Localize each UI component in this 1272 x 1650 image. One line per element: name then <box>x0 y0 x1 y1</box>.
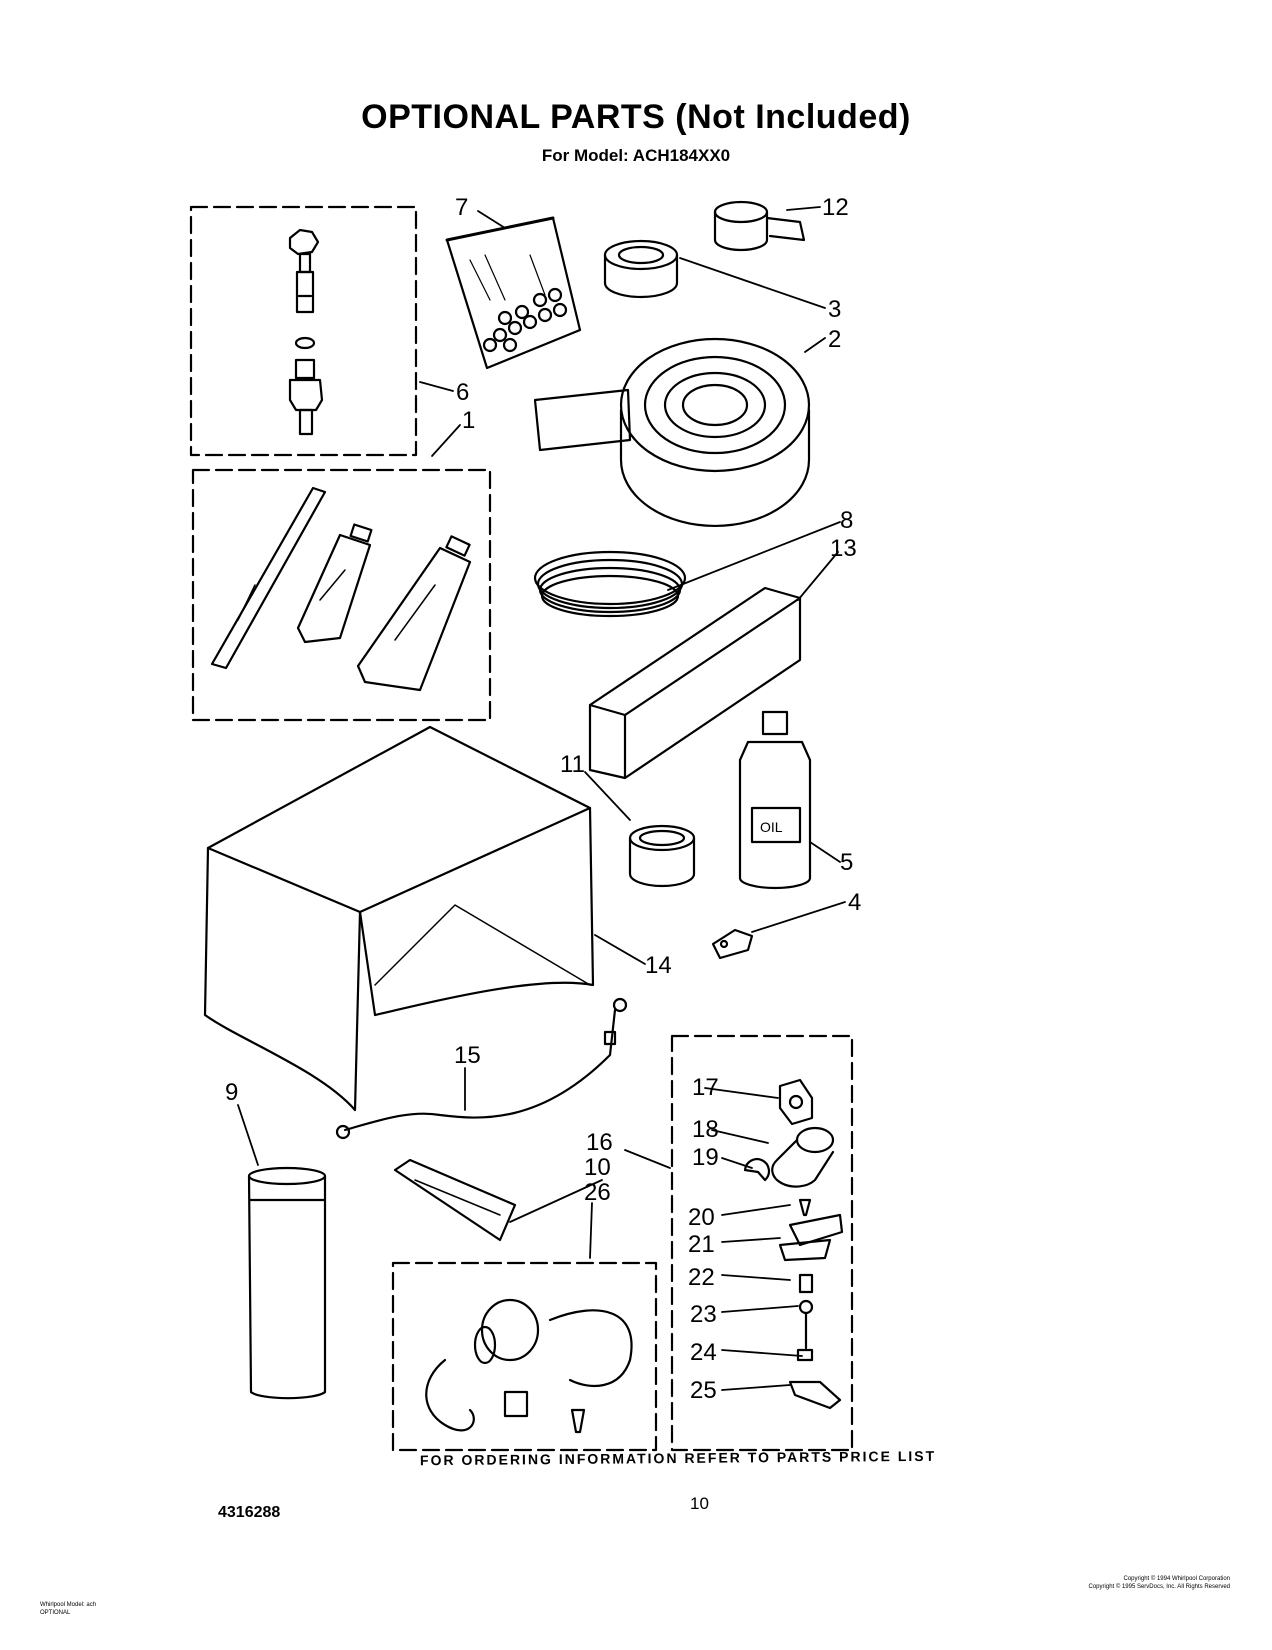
unit-cover-part-14 <box>203 725 595 1112</box>
page-title: OPTIONAL PARTS (Not Included) <box>361 98 911 136</box>
callout-16: 16 <box>586 1129 613 1156</box>
callout-12: 12 <box>822 194 849 221</box>
copyright-line-1: Copyright © 1994 Whirlpool Corporation <box>1123 1576 1230 1582</box>
part-1-box <box>191 468 492 722</box>
callout-25: 25 <box>690 1377 717 1404</box>
callout-1: 1 <box>462 407 475 434</box>
coiled-tubing-part-8 <box>533 550 687 618</box>
callout-2: 2 <box>828 326 841 353</box>
callout-13: 13 <box>830 535 857 562</box>
cable-part-15 <box>335 997 628 1140</box>
callout-24: 24 <box>690 1339 717 1366</box>
callout-26: 26 <box>584 1179 611 1206</box>
document-part-number: 4316288 <box>218 1504 281 1521</box>
leader-lines <box>237 206 846 1391</box>
large-tape-roll-part-2 <box>533 337 811 528</box>
part-6-box <box>189 205 418 457</box>
callout-3: 3 <box>828 296 841 323</box>
part-26-box <box>391 1261 658 1452</box>
spray-can-part-9 <box>247 1166 327 1400</box>
tape-roll-part-3 <box>603 239 679 299</box>
copyright-notice: Copyright © 1994 Whirlpool Corporation C… <box>980 1575 1230 1591</box>
fitting-part-4 <box>711 928 754 960</box>
footer-line-1: Whirlpool Model: ach <box>40 1602 97 1608</box>
callout-19: 19 <box>692 1144 719 1171</box>
page-number: 10 <box>690 1494 709 1513</box>
callout-11: 11 <box>560 751 585 778</box>
kit-stick-and-tubes <box>210 486 472 692</box>
small-hardware-parts-17-25 <box>743 1078 844 1410</box>
capacitor-kit-part-26 <box>425 1298 633 1434</box>
valve-part-6 <box>288 228 324 436</box>
callout-7: 7 <box>455 194 468 221</box>
callout-10: 10 <box>584 1154 611 1181</box>
parts-17-25-box <box>670 1034 854 1452</box>
oil-label: OIL <box>760 819 783 835</box>
footer-line-2: OPTIONAL <box>40 1610 71 1616</box>
tape-roll-part-12 <box>713 200 806 252</box>
callout-23: 23 <box>690 1301 717 1328</box>
callout-17: 17 <box>692 1074 719 1101</box>
callout-5: 5 <box>840 849 853 876</box>
copyright-line-2: Copyright © 1995 ServDocs, Inc. All Righ… <box>1088 1584 1230 1590</box>
callout-15: 15 <box>454 1042 481 1069</box>
bag-of-washers-part-7 <box>445 216 582 370</box>
cup-part-11 <box>628 824 696 888</box>
callout-4: 4 <box>848 889 861 916</box>
callout-9: 9 <box>225 1079 238 1106</box>
callout-18: 18 <box>692 1116 719 1143</box>
callout-14: 14 <box>645 952 672 979</box>
oil-bottle-part-5 <box>738 710 812 890</box>
tube-part-10 <box>393 1158 517 1242</box>
model-subtitle: For Model: ACH184XX0 <box>541 146 731 165</box>
callout-22: 22 <box>688 1264 715 1291</box>
callout-8: 8 <box>840 507 853 534</box>
callout-20: 20 <box>688 1204 715 1231</box>
foam-strip-part-13 <box>588 586 802 780</box>
footer-model-info: Whirlpool Model: ach OPTIONAL <box>40 1601 96 1617</box>
callout-6: 6 <box>456 379 469 406</box>
callout-21: 21 <box>688 1231 715 1258</box>
